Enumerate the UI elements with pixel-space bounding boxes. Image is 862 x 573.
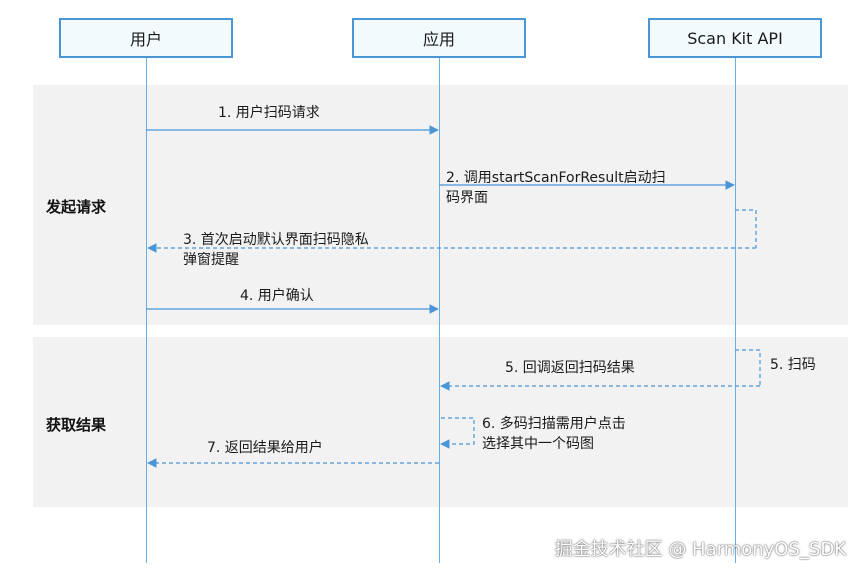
message-2-label-line2: 码界面: [446, 190, 488, 206]
message-3-label-line1: 3. 首次启动默认界面扫码隐私: [183, 232, 369, 248]
message-1-label: 1. 用户扫码请求: [218, 105, 320, 121]
arrow-self-app-6: [440, 417, 475, 449]
participant-scan-kit: Scan Kit API: [648, 18, 822, 58]
message-4-label: 4. 用户确认: [240, 288, 314, 304]
self-message-5-label: 5. 扫码: [770, 357, 816, 373]
phase-label-request: 发起请求: [46, 198, 107, 216]
participant-app-label: 应用: [422, 30, 455, 49]
phase-label-result: 获取结果: [46, 416, 107, 434]
arrow-self-scan-1: [735, 209, 757, 248]
message-2-label-line1: 2. 调用startScanForResult启动扫: [446, 170, 666, 186]
lifeline-user: [146, 58, 147, 563]
participant-user-label: 用户: [129, 30, 162, 49]
participant-user: 用户: [59, 18, 233, 58]
arrow-self-scan-5: [735, 349, 761, 386]
lifeline-scan-kit: [735, 58, 736, 563]
message-3-label-line2: 弹窗提醒: [183, 252, 239, 268]
message-6-label-line1: 6. 多码扫描需用户点击: [482, 416, 626, 432]
lifeline-app: [439, 58, 440, 563]
participant-scan-kit-label: Scan Kit API: [687, 28, 783, 48]
watermark: 掘金技术社区 @ HarmonyOS_SDK: [554, 539, 846, 560]
message-7-label: 7. 返回结果给用户: [207, 440, 323, 456]
phase-band-request: [33, 85, 848, 325]
message-6-label-line2: 选择其中一个码图: [482, 436, 594, 452]
message-5-label: 5. 回调返回扫码结果: [505, 360, 635, 376]
phase-band-result: [33, 337, 848, 507]
participant-app: 应用: [352, 18, 526, 58]
